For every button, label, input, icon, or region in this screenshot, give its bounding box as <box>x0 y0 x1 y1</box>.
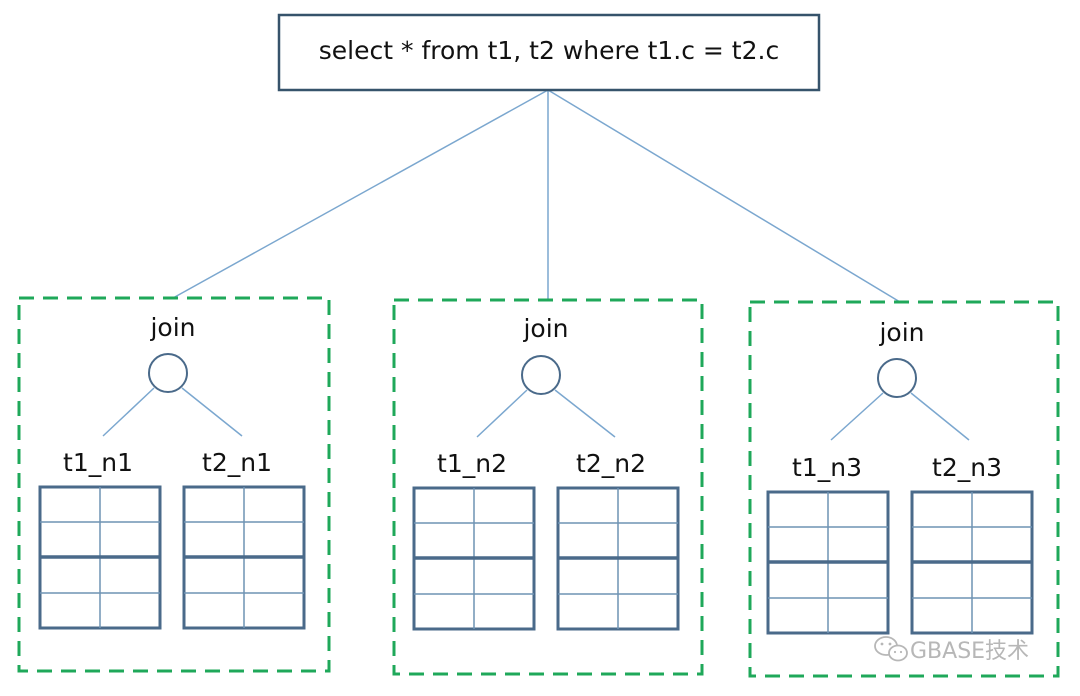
node-1-table-2 <box>182 485 306 630</box>
watermark: GBASE技术 <box>874 636 1029 664</box>
node-3-join-circle <box>877 358 917 398</box>
node-2-join-label: join <box>522 314 568 343</box>
connector-to-node-3 <box>547 89 901 303</box>
node-1-border <box>17 296 331 673</box>
node-2-join-circle <box>521 355 561 395</box>
node-3-join-right-edge <box>910 392 970 441</box>
node-3-table-2 <box>910 490 1034 635</box>
query-text: select * from t1, t2 where t1.c = t2.c <box>319 36 779 65</box>
node-1-join-circle <box>148 353 188 393</box>
node-2-border <box>392 298 704 676</box>
node-2-table-1 <box>412 486 536 631</box>
node-2-join-right-edge <box>554 389 616 438</box>
query-box-border <box>277 13 821 92</box>
node-2-join-left-edge <box>476 389 528 438</box>
node-1-join-label: join <box>149 313 195 342</box>
node-2-table-2 <box>556 486 680 631</box>
node-1-join-left-edge <box>102 387 155 437</box>
node-3-border <box>748 300 1060 678</box>
node-3-table-1-label: t1_n3 <box>792 453 862 482</box>
node-3: join t1_n3 t2_n3 <box>748 300 1060 678</box>
node-2-table-2-label: t2_n2 <box>576 449 646 478</box>
query-box: select * from t1, t2 where t1.c = t2.c <box>277 13 821 92</box>
watermark-text: GBASE技术 <box>910 639 1029 664</box>
node-1-table-1-label: t1_n1 <box>63 448 133 477</box>
node-3-join-label: join <box>878 318 924 347</box>
node-3-join-left-edge <box>830 392 884 441</box>
node-1: join t1_n1 t2_n1 <box>17 296 331 673</box>
node-2: join t1_n2 t2_n2 <box>392 298 704 676</box>
node-3-table-1 <box>766 490 890 635</box>
node-1-join-right-edge <box>181 387 243 437</box>
connector-to-node-1 <box>172 89 549 299</box>
wechat-icon <box>874 636 908 662</box>
query-connectors <box>172 89 901 303</box>
node-2-table-1-label: t1_n2 <box>437 449 507 478</box>
node-3-table-2-label: t2_n3 <box>932 453 1002 482</box>
node-1-table-2-label: t2_n1 <box>202 448 272 477</box>
node-1-table-1 <box>38 485 162 630</box>
